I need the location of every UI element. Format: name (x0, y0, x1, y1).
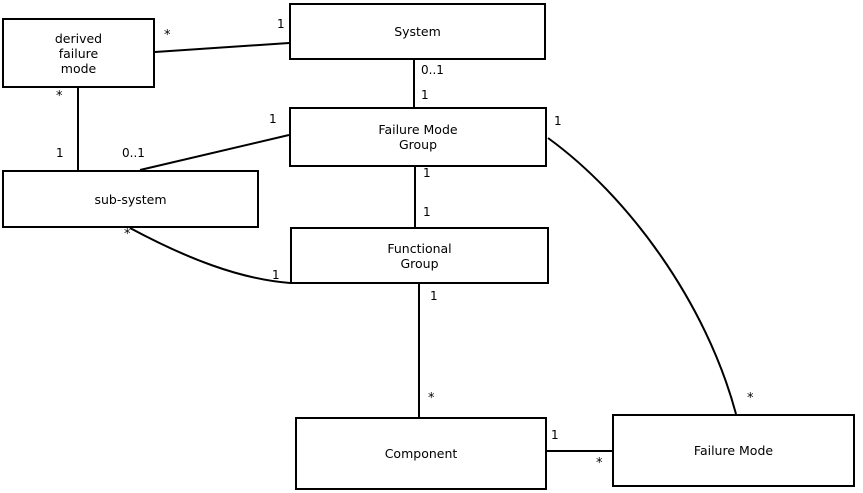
mult-fmg-to-fg-target: 1 (423, 205, 431, 219)
class-name-failure-mode: Failure Mode (693, 443, 774, 458)
mult-fg-to-component-source: 1 (430, 289, 438, 303)
mult-derived-to-system-source: * (164, 28, 171, 43)
mult-subsys-to-fmg-target: 1 (269, 112, 277, 126)
class-name-system: System (394, 24, 441, 39)
mult-component-to-fm-target: * (596, 456, 603, 471)
class-box-failure-mode-group[interactable]: Failure Mode Group (289, 107, 547, 167)
mult-fg-to-component-target: * (428, 391, 435, 406)
class-box-component[interactable]: Component (295, 417, 547, 490)
mult-fmg-to-fm-source: 1 (554, 114, 562, 128)
class-name-sub-system: sub-system (94, 191, 167, 207)
mult-derived-to-system-target: 1 (277, 17, 285, 31)
association-failure-mode-group--failure-mode (547, 137, 737, 415)
association-derived-failure-mode--system (154, 42, 290, 53)
class-box-failure-mode[interactable]: Failure Mode (612, 414, 855, 487)
association-sub-system--failure-mode-group (139, 134, 290, 171)
class-name-component: Component (384, 446, 458, 461)
mult-subsys-to-fmg-source: 0..1 (122, 146, 145, 160)
class-box-derived-failure-mode[interactable]: derived failure mode (2, 18, 155, 88)
class-box-sub-system[interactable]: sub-system (2, 170, 259, 228)
mult-fmg-to-fg-source: 1 (423, 166, 431, 180)
mult-fmg-to-fm-target: * (747, 391, 754, 406)
mult-system-to-fmg-target: 1 (421, 88, 429, 102)
mult-system-to-fmg-source: 0..1 (421, 63, 444, 77)
class-name-functional-group: Functional Group (387, 240, 452, 271)
mult-subsys-to-fg-target: 1 (272, 268, 280, 282)
mult-derived-to-subsys-source: * (56, 89, 63, 104)
mult-subsys-to-fg-source: * (124, 227, 131, 242)
class-name-derived-failure-mode: derived failure mode (54, 30, 103, 76)
class-name-failure-mode-group: Failure Mode Group (378, 122, 458, 152)
class-box-functional-group[interactable]: Functional Group (290, 227, 549, 284)
mult-component-to-fm-source: 1 (551, 428, 559, 442)
association-sub-system--functional-group (129, 227, 291, 284)
class-box-system[interactable]: System (289, 3, 546, 60)
mult-derived-to-subsys-target: 1 (56, 146, 64, 160)
